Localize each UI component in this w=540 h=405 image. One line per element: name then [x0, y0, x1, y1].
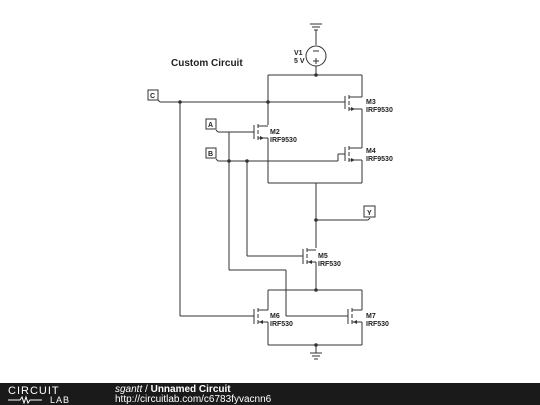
logo-bottom-text: LAB — [50, 395, 70, 404]
m7-part: IRF530 — [366, 321, 389, 328]
m4-body-arrow — [351, 158, 355, 162]
pin-y-box — [363, 205, 376, 218]
v1-name: V1 — [294, 50, 303, 57]
m5-part: IRF530 — [318, 261, 341, 268]
author-name[interactable]: sgantt — [115, 384, 143, 395]
pin-c-label: C — [150, 93, 155, 100]
m3-body-arrow — [351, 107, 355, 111]
diagram-title: Custom Circuit — [171, 58, 243, 69]
credit-separator: / — [142, 384, 151, 395]
m7-body-arrow — [353, 320, 357, 324]
m4-name: M4 — [366, 148, 376, 155]
m3-part: IRF9530 — [366, 107, 393, 114]
footer-credit: sgantt / Unnamed Circuit — [115, 384, 231, 395]
circuit-url-link[interactable]: http://circuitlab.com/c6783fyvacnn6 — [115, 394, 272, 405]
logo-top-text: CIRCUIT — [8, 385, 60, 397]
pin-c-box — [147, 89, 159, 101]
m6-body-arrow — [259, 320, 263, 324]
m6-part: IRF530 — [270, 321, 293, 328]
m7-name: M7 — [366, 313, 376, 320]
pin-y-label: Y — [367, 210, 372, 217]
pin-a-label: A — [208, 122, 213, 129]
m4-part: IRF9530 — [366, 156, 393, 163]
m5-body-arrow — [308, 260, 312, 264]
pin-b-label: B — [208, 151, 213, 158]
footer-bar: CIRCUIT LAB sgantt / Unnamed Circuit htt… — [0, 383, 540, 405]
logo-resistor-icon — [8, 395, 42, 404]
m2-part: IRF9530 — [270, 137, 297, 144]
m6-name: M6 — [270, 313, 280, 320]
circuitlab-logo[interactable]: CIRCUIT LAB — [6, 384, 106, 404]
pin-a-box — [205, 118, 217, 130]
m5-name: M5 — [318, 253, 328, 260]
circuit-name[interactable]: Unnamed Circuit — [150, 384, 231, 395]
v1-value: 5 V — [294, 58, 305, 65]
pin-b-box — [205, 147, 217, 159]
m2-name: M2 — [270, 129, 280, 136]
schematic-canvas: Custom Circuit V1 5 V M2 IRF9530 M3 IRF9… — [147, 23, 393, 360]
m3-name: M3 — [366, 99, 376, 106]
m2-body-arrow — [260, 136, 264, 140]
